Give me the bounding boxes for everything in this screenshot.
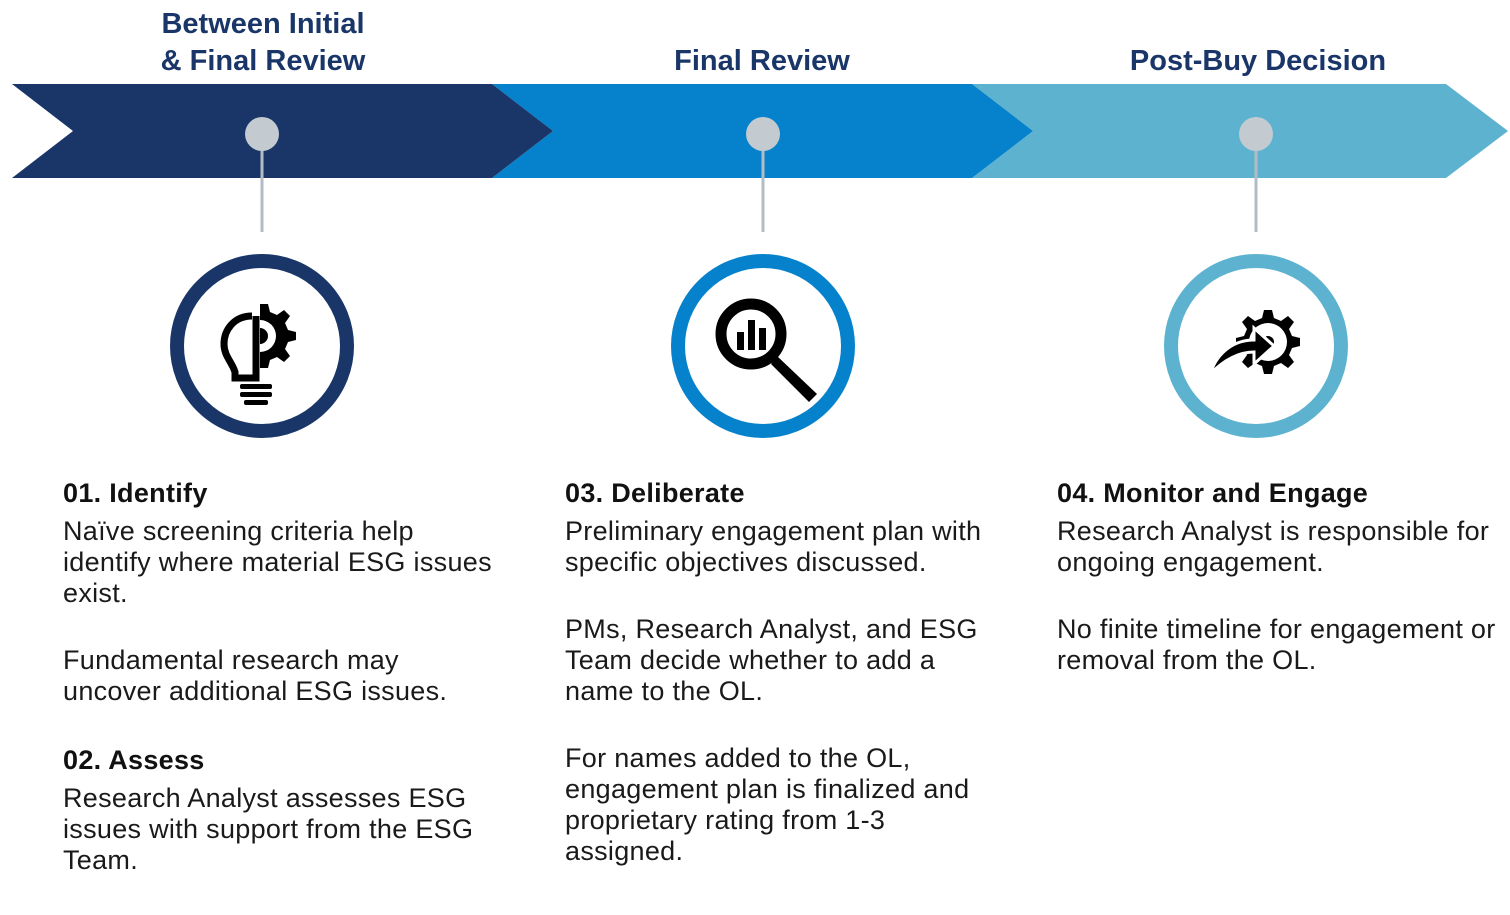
connector-1: [245, 117, 279, 232]
step-heading-assess: 02. Assess: [63, 745, 205, 775]
icon-circle-2: [671, 254, 855, 438]
section-deliberate: 03. Deliberate Preliminary engagement pl…: [565, 476, 1005, 867]
section-identify: 01. Identify Naïve screening criteria he…: [63, 476, 503, 707]
phase-title-2: Final Review: [674, 45, 850, 77]
column-3: 04. Monitor and Engage Research Analyst …: [1057, 476, 1497, 676]
section-assess: 02. Assess Research Analyst assesses ESG…: [63, 743, 503, 876]
timeline-arrows: [12, 84, 1508, 232]
step-text: Research Analyst is responsible for ongo…: [1057, 516, 1490, 577]
magnifier-chart-icon: [715, 298, 817, 402]
step-text: Preliminary engagement plan with specifi…: [565, 516, 982, 577]
section-monitor-engage: 04. Monitor and Engage Research Analyst …: [1057, 476, 1497, 676]
phase-arrow-1: [12, 84, 553, 178]
icon-circle-1: [170, 254, 354, 438]
step-text: Research Analyst assesses ESG issues wit…: [63, 783, 474, 875]
icon-circle-3: [1164, 254, 1348, 438]
step-heading-identify: 01. Identify: [63, 478, 208, 508]
step-text: No finite timeline for engagement or rem…: [1057, 614, 1496, 675]
step-text: Fundamental research may uncover additio…: [63, 645, 448, 706]
column-2: 03. Deliberate Preliminary engagement pl…: [565, 476, 1005, 867]
column-1: 01. Identify Naïve screening criteria he…: [63, 476, 503, 876]
lightbulb-gear-icon: [220, 304, 296, 405]
phase-title-3: Post-Buy Decision: [1129, 45, 1387, 77]
step-text: PMs, Research Analyst, and ESG Team deci…: [565, 614, 978, 706]
connector-3: [1239, 117, 1273, 232]
step-heading-deliberate: 03. Deliberate: [565, 478, 745, 508]
step-text: For names added to the OL, engagement pl…: [565, 743, 970, 866]
connector-2: [746, 117, 780, 232]
step-text: Naïve screening criteria help identify w…: [63, 516, 492, 608]
step-heading-monitor-engage: 04. Monitor and Engage: [1057, 478, 1369, 508]
arrow-gear-icon: [1208, 310, 1300, 376]
phase-title-1: Between Initial & Final Review: [160, 8, 366, 77]
